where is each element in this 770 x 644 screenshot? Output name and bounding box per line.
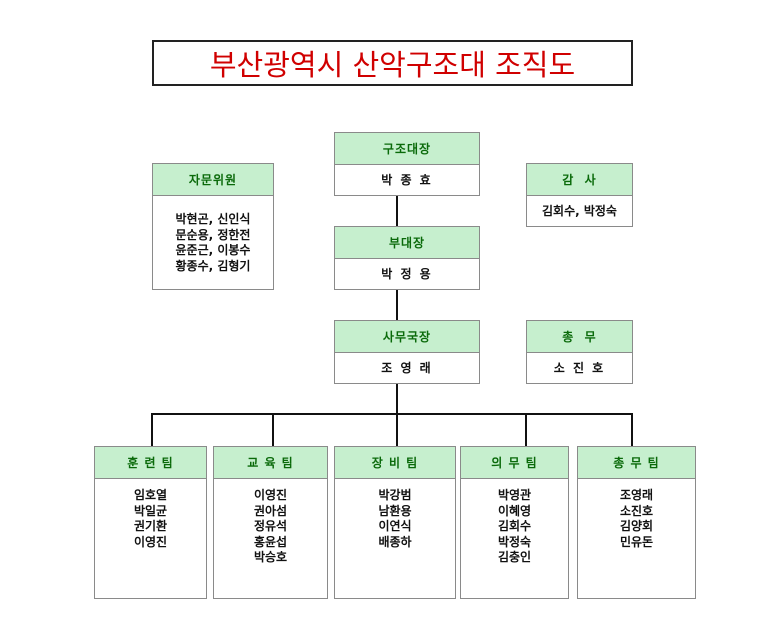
team-member: 박강범 [378, 488, 412, 502]
general-affairs-name: 소 진 호 [553, 360, 606, 375]
team-member: 김회수 [497, 519, 532, 533]
vice-name: 박 정 용 [381, 266, 433, 281]
team-member: 홍윤섭 [253, 534, 288, 549]
auditor-box: 감 사 김회수, 박정숙 [526, 163, 633, 227]
team-member: 박승호 [253, 550, 288, 564]
secretary-label: 사무국장 [335, 321, 479, 353]
secretary-box: 사무국장 조 영 래 [334, 320, 480, 384]
vice-box: 부대장 박 정 용 [334, 226, 480, 290]
team-label: 장 비 팀 [335, 447, 455, 479]
connector-line [396, 289, 398, 321]
connector-line [396, 413, 398, 447]
connector-line [151, 413, 153, 447]
team-member: 임호열 [133, 488, 168, 502]
advisor-names: 윤준근, 이봉수 [175, 243, 251, 257]
team-member: 남환용 [378, 503, 412, 518]
team-member: 권기환 [133, 519, 168, 533]
team-member: 이혜영 [497, 503, 532, 518]
team-member: 이영진 [253, 488, 288, 502]
team-box-general-affairs: 총 무 팀 조영래 소진호 김양회 민유돈 [577, 446, 696, 599]
team-member: 박정숙 [497, 534, 532, 549]
chief-box: 구조대장 박 종 효 [334, 132, 480, 196]
team-member: 소진호 [619, 503, 654, 518]
advisor-names: 문순용, 정한전 [175, 227, 251, 242]
advisors-box: 자문위원 박현곤, 신인식 문순용, 정한전 윤준근, 이봉수 황종수, 김형기 [152, 163, 274, 290]
team-member: 박영관 [497, 488, 532, 502]
team-member: 김양회 [619, 519, 654, 533]
secretary-name: 조 영 래 [381, 360, 433, 375]
advisors-label: 자문위원 [153, 164, 273, 196]
team-member: 민유돈 [619, 534, 654, 549]
advisor-names: 황종수, 김형기 [175, 258, 251, 273]
advisor-names: 박현곤, 신인식 [175, 212, 251, 226]
connector-line [396, 195, 398, 227]
team-member: 김충인 [497, 550, 532, 564]
team-member: 정유석 [253, 519, 288, 533]
team-label: 훈 련 팀 [95, 447, 206, 479]
team-label: 의 무 팀 [461, 447, 568, 479]
vice-label: 부대장 [335, 227, 479, 259]
connector-line [396, 383, 398, 415]
connector-line [631, 413, 633, 447]
team-label: 교 육 팀 [214, 447, 327, 479]
team-member: 배종하 [378, 534, 412, 549]
connector-line [272, 413, 274, 447]
chart-title: 부산광역시 산악구조대 조직도 [152, 40, 633, 86]
chief-name: 박 종 효 [381, 172, 433, 187]
auditor-name: 김회수, 박정숙 [542, 203, 617, 218]
team-box-training: 훈 련 팀 임호열 박일균 권기환 이영진 [94, 446, 207, 599]
team-member: 이연식 [378, 519, 412, 533]
connector-line [525, 413, 527, 447]
team-box-medical: 의 무 팀 박영관 이혜영 김회수 박정숙 김충인 [460, 446, 569, 599]
auditor-label: 감 사 [527, 164, 632, 196]
team-box-equipment: 장 비 팀 박강범 남환용 이연식 배종하 [334, 446, 456, 599]
team-member: 이영진 [133, 534, 168, 549]
team-label: 총 무 팀 [578, 447, 695, 479]
general-affairs-box: 총 무 소 진 호 [526, 320, 633, 384]
team-member: 권아섬 [253, 503, 288, 518]
team-box-education: 교 육 팀 이영진 권아섬 정유석 홍윤섭 박승호 [213, 446, 328, 599]
team-member: 조영래 [619, 488, 654, 502]
team-member: 박일균 [133, 503, 168, 518]
connector-line [151, 413, 633, 415]
general-affairs-label: 총 무 [527, 321, 632, 353]
chief-label: 구조대장 [335, 133, 479, 165]
